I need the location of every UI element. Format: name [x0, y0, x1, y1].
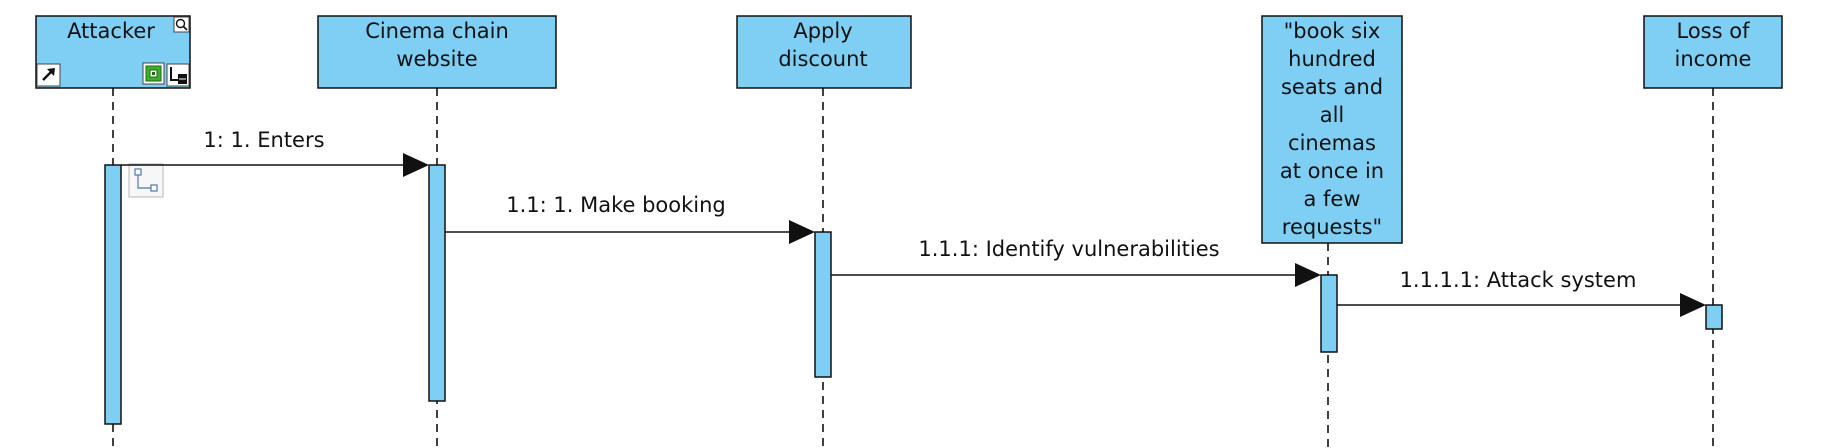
zoom-icon[interactable]	[173, 16, 190, 33]
lifeline-title-line: requests"	[1282, 215, 1382, 239]
lifeline-title-line: a few	[1303, 187, 1360, 211]
lifeline-cinema[interactable]: Cinema chain website	[317, 15, 557, 89]
activation-loss[interactable]	[1705, 304, 1723, 330]
lifeline-title-line: discount	[778, 47, 867, 71]
activation-attacker[interactable]	[104, 164, 122, 425]
message-1-1-1[interactable]: 1.1.1: Identify vulnerabilities	[831, 237, 1321, 287]
message-1[interactable]: 1: 1. Enters	[121, 128, 429, 177]
arrowhead	[789, 220, 815, 244]
activation-discount[interactable]	[814, 231, 832, 378]
message-1-1-1-1[interactable]: 1.1.1.1: Attack system	[1337, 268, 1706, 317]
lifeline-title-line: cinemas	[1288, 131, 1376, 155]
lifeline-title-line: all	[1320, 103, 1345, 127]
message-label: 1: 1. Enters	[203, 128, 324, 152]
lifeline-head-box[interactable]	[1643, 15, 1783, 89]
activation-cinema[interactable]	[428, 164, 446, 402]
message-label: 1.1: 1. Make booking	[506, 193, 726, 217]
message-label: 1.1.1: Identify vulnerabilities	[918, 237, 1219, 261]
message-label: 1.1.1.1: Attack system	[1400, 268, 1637, 292]
lifeline-title-line: Cinema chain	[365, 19, 509, 43]
lifeline-title-line: Apply	[793, 19, 852, 43]
lifeline-loss[interactable]: Loss of income	[1643, 15, 1783, 89]
connector-icon[interactable]	[166, 63, 190, 87]
lifeline-discount[interactable]: Apply discount	[736, 15, 912, 89]
arrowhead	[1295, 263, 1321, 287]
lifeline-booking[interactable]: "book six hundred seats and all cinemas …	[1261, 15, 1403, 244]
lifeline-title-line: "book six	[1284, 19, 1381, 43]
lifeline-title-line: hundred	[1288, 47, 1376, 71]
lifeline-title-line: income	[1675, 47, 1752, 71]
shortcut-arrow-icon[interactable]	[36, 63, 61, 87]
message-1-1[interactable]: 1.1: 1. Make booking	[445, 193, 815, 244]
lifeline-head-box[interactable]	[736, 15, 912, 89]
arrowhead	[403, 153, 429, 177]
activation-booking[interactable]	[1320, 274, 1338, 353]
lifeline-title: Attacker	[67, 19, 155, 43]
link-icon[interactable]	[128, 163, 164, 198]
lifeline-title-line: seats and	[1281, 75, 1383, 99]
lifeline-title-line: website	[396, 47, 477, 71]
lifeline-head-box[interactable]	[1261, 15, 1403, 244]
lifeline-head-box[interactable]	[317, 15, 557, 89]
lifeline-title-line: Loss of	[1677, 19, 1751, 43]
arrowhead	[1680, 293, 1706, 317]
lifeline-title-line: at once in	[1280, 159, 1384, 183]
target-icon[interactable]	[142, 62, 165, 85]
